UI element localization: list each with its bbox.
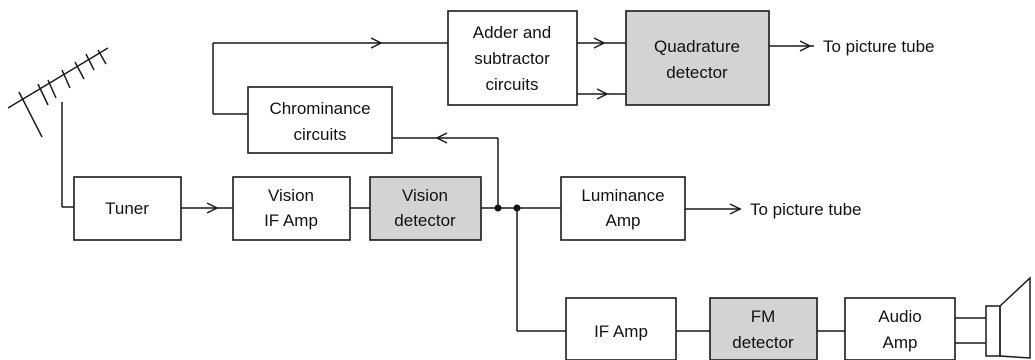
wire-chrominance-to-adder <box>212 37 448 115</box>
audio-amp-block: Audio Amp <box>844 297 956 360</box>
adder-label-line-1: Adder and <box>473 23 551 42</box>
adder-label-line-3: circuits <box>486 75 539 94</box>
vision-if-label-line-2: IF Amp <box>264 211 318 230</box>
if-amp-block: IF Amp <box>565 297 677 360</box>
wire-junction-to-if-amp <box>516 208 566 332</box>
color-output-label: To picture tube <box>823 37 935 56</box>
quadrature-label-line-2: detector <box>666 63 728 82</box>
vision-detector-label-line-1: Vision <box>402 186 448 205</box>
fm-detector-label-line-1: FM <box>751 307 776 326</box>
audio-amp-label-line-1: Audio <box>878 307 921 326</box>
tuner-label: Tuner <box>105 199 149 218</box>
speaker-icon <box>985 276 1031 359</box>
wire-audio-to-speaker <box>955 317 986 344</box>
wire-detector-to-luminance <box>481 204 561 212</box>
quadrature-detector-block: Quadrature detector <box>625 10 770 106</box>
wire-junction-to-chrominance <box>392 132 499 208</box>
antenna-icon <box>7 47 109 208</box>
fm-detector-label-line-2: detector <box>732 333 794 352</box>
if-amp-label: IF Amp <box>594 322 648 341</box>
luminance-label-line-1: Luminance <box>581 186 664 205</box>
adder-label-line-2: subtractor <box>474 49 550 68</box>
vision-detector-block: Vision detector <box>369 176 482 241</box>
wire-tuner-to-vision-if <box>181 202 233 214</box>
luminance-output-label: To picture tube <box>750 200 862 219</box>
tuner-block: Tuner <box>73 176 182 241</box>
luminance-amp-block: Luminance Amp <box>560 176 686 241</box>
fm-detector-block: FM detector <box>709 297 818 360</box>
chrominance-circuits-block: Chrominance circuits <box>247 86 393 154</box>
adder-subtractor-block: Adder and subtractor circuits <box>447 10 578 106</box>
vision-if-label-line-1: Vision <box>268 186 314 205</box>
quadrature-label-line-1: Quadrature <box>654 37 740 56</box>
wire-quadrature-output <box>769 40 814 52</box>
wire-adder-to-quadrature <box>577 37 626 100</box>
chrominance-label-line-1: Chrominance <box>269 99 370 118</box>
audio-amp-label-line-2: Amp <box>883 333 918 352</box>
wire-luminance-output <box>685 203 742 215</box>
vision-detector-label-line-2: detector <box>394 211 456 230</box>
luminance-label-line-2: Amp <box>606 211 641 230</box>
vision-if-amp-block: Vision IF Amp <box>232 176 351 241</box>
chrominance-label-line-2: circuits <box>294 125 347 144</box>
